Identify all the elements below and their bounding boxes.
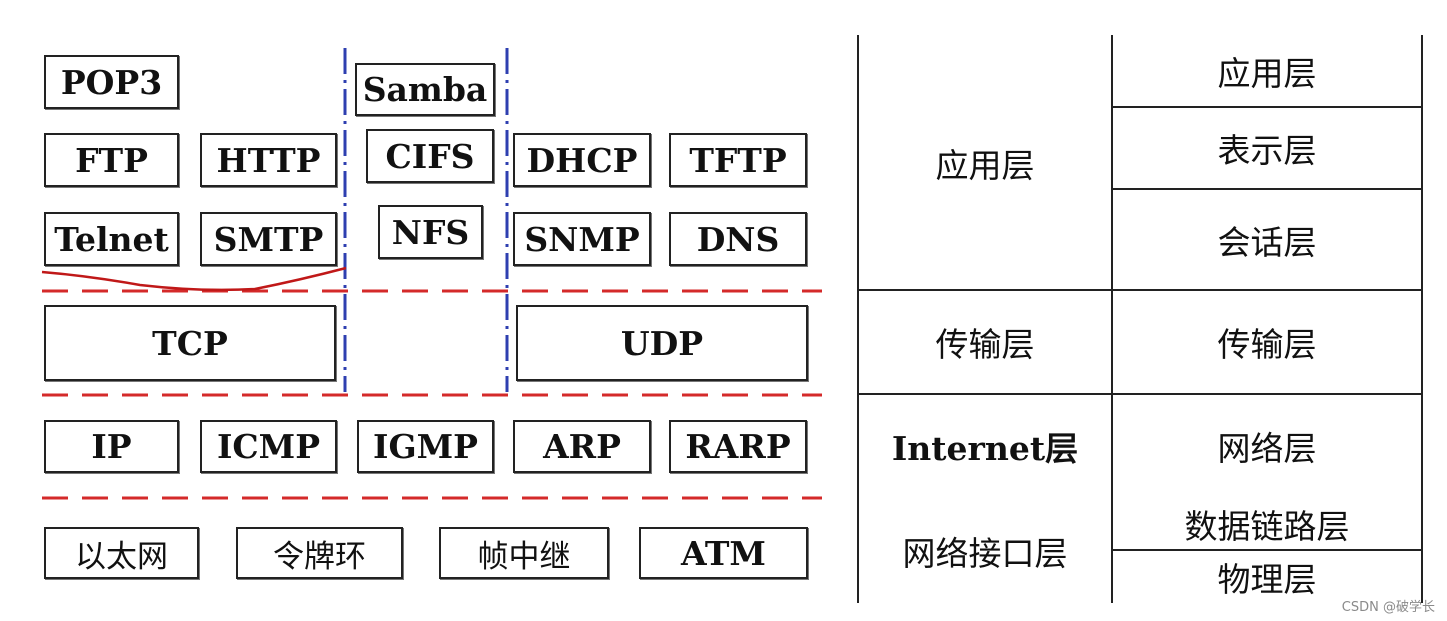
- osi-transport-layer: 传输层: [1217, 325, 1317, 364]
- osi-session-layer: 会话层: [1217, 222, 1317, 262]
- tcp-box: TCP: [44, 305, 336, 381]
- cifs-box: CIFS: [366, 129, 494, 183]
- igmp-box: IGMP: [357, 420, 494, 473]
- red-scribble-under-apps: [41, 266, 347, 292]
- dhcp-box: DHCP: [513, 133, 651, 187]
- telnet-box: Telnet: [44, 212, 179, 266]
- osi-presentation-layer: 表示层: [1217, 131, 1317, 170]
- snmp-box: SNMP: [513, 212, 651, 266]
- frame-relay-box: 帧中继: [439, 527, 609, 579]
- ethernet-box: 以太网: [44, 527, 199, 579]
- dns-box: DNS: [669, 212, 807, 266]
- watermark: CSDN @破学长: [1341, 600, 1435, 615]
- token-ring-box: 令牌环: [236, 527, 403, 579]
- ftp-box: FTP: [44, 133, 179, 187]
- udp-box: UDP: [516, 305, 808, 381]
- tftp-box: TFTP: [669, 133, 807, 187]
- osi-application-layer: 应用层: [1217, 54, 1317, 93]
- icmp-box: ICMP: [200, 420, 337, 473]
- osi-physical-layer: 物理层: [1217, 559, 1317, 599]
- osi-data-link-layer: 数据链路层: [1184, 507, 1350, 546]
- atm-box: ATM: [639, 527, 808, 579]
- tcpip-network-interface-layer: 网络接口层: [902, 533, 1068, 573]
- tcpip-transport-layer: 传输层: [935, 325, 1035, 364]
- nfs-box: NFS: [378, 205, 483, 259]
- http-box: HTTP: [200, 133, 337, 187]
- osi-network-layer: 网络层: [1217, 429, 1317, 468]
- ip-box: IP: [44, 420, 179, 473]
- rarp-box: RARP: [669, 420, 807, 473]
- tcpip-application-layer: 应用层: [935, 145, 1035, 185]
- tcpip-internet-layer: Internet层: [891, 429, 1079, 468]
- arp-box: ARP: [513, 420, 651, 473]
- smtp-box: SMTP: [200, 212, 337, 266]
- pop3-box: POP3: [44, 55, 179, 109]
- samba-box: Samba: [355, 63, 495, 116]
